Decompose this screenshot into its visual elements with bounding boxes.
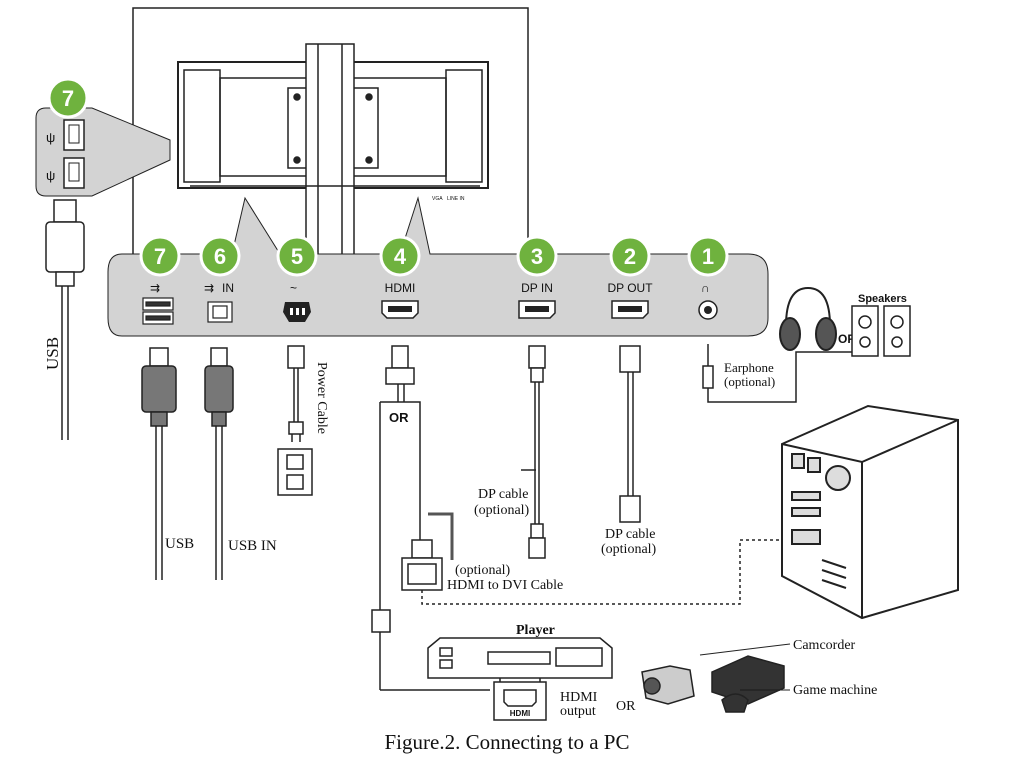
earphone-label-2: (optional): [724, 374, 775, 389]
usb-in-port[interactable]: [207, 301, 233, 323]
dp-in-port-label: DP IN: [521, 281, 553, 295]
badge-usb: [139, 235, 181, 277]
hdmi-port[interactable]: [381, 300, 419, 319]
usb-cable: [141, 347, 177, 580]
hdmi-output-label-2: output: [560, 704, 596, 719]
power-cable-label: Power Cable: [314, 362, 329, 434]
usb-in-symbol-icon: ⇉: [204, 281, 214, 295]
svg-text:4: 4: [394, 244, 407, 269]
usb-symbol-icon: ⇉: [150, 281, 160, 295]
svg-text:1: 1: [702, 244, 714, 269]
player-device: [427, 637, 613, 689]
side-usb-label: USB: [43, 337, 62, 370]
dp-out-port[interactable]: [611, 300, 649, 319]
badge-audio: [687, 235, 729, 277]
game-machine-label: Game machine: [793, 683, 877, 698]
dp-out-cable: [619, 345, 641, 523]
line-in-panel-label: LINE IN: [447, 196, 465, 202]
usb-in-cable: [204, 347, 234, 580]
camcorder-icon: [641, 665, 695, 705]
badges: 7 7 6 5 4 3 2 1: [47, 77, 729, 277]
power-port[interactable]: [283, 302, 311, 322]
earphone-plug: [702, 344, 860, 403]
dp-in-cable: [521, 345, 546, 559]
port-panel: [107, 196, 769, 337]
dp-out-cable-label-1: DP cable: [605, 527, 655, 542]
hdmi-or-label: OR: [389, 410, 409, 425]
hdmi-output-port-label: HDMI: [510, 709, 530, 718]
dvi-label-2: HDMI to DVI Cable: [447, 578, 563, 593]
svg-text:7: 7: [154, 244, 166, 269]
speakers-icon: [851, 305, 911, 357]
dp-in-cable-label-2: (optional): [474, 503, 530, 518]
badge-usb-in: [199, 235, 241, 277]
dp-in-cable-label-1: DP cable: [478, 487, 528, 502]
svg-text:6: 6: [214, 244, 226, 269]
dvi-connector: [401, 512, 800, 605]
ac-symbol-icon: ~: [290, 281, 297, 295]
power-cable: [287, 345, 305, 442]
dp-in-port[interactable]: [518, 300, 556, 319]
badge-dp-in: [516, 235, 558, 277]
earphone-label-1: Earphone: [724, 360, 774, 375]
dvi-label-1: (optional): [455, 563, 511, 578]
badge-dp-out: [609, 235, 651, 277]
side-usb-callout: [35, 107, 171, 197]
pc-tower: [781, 404, 959, 620]
usb-cable-label: USB: [165, 536, 194, 552]
svg-text:2: 2: [624, 244, 636, 269]
hdmi-output-port: [493, 681, 547, 721]
badge-hdmi: [379, 235, 421, 277]
badge-side-usb: [47, 77, 89, 119]
devices-or-label: OR: [616, 699, 636, 714]
svg-text:3: 3: [531, 244, 543, 269]
figure-caption: Figure.2. Connecting to a PC: [384, 730, 630, 754]
headphones-icon: [779, 286, 837, 351]
headphone-icon: ∩: [701, 281, 710, 295]
camcorder-label: Camcorder: [793, 638, 856, 653]
monitor-rear: [132, 7, 529, 264]
side-usb-cable: [45, 199, 85, 440]
vga-panel-label: VGA: [432, 196, 443, 202]
badge-power: [276, 235, 318, 277]
svg-text:7: 7: [62, 86, 74, 111]
player-label: Player: [516, 623, 555, 638]
usb-in-port-label: IN: [222, 281, 234, 295]
usb-symbol-icon: ψ: [46, 130, 55, 145]
usb-port[interactable]: [142, 297, 174, 325]
dp-out-cable-label-2: (optional): [601, 542, 657, 557]
hdmi-output-label-1: HDMI: [560, 690, 598, 705]
dp-out-port-label: DP OUT: [607, 281, 653, 295]
usb-symbol-icon: ψ: [46, 168, 55, 183]
hdmi-port-label: HDMI: [385, 281, 416, 295]
wall-outlet: [277, 448, 313, 496]
speakers-label: Speakers: [858, 293, 907, 305]
svg-text:5: 5: [291, 244, 303, 269]
usb-in-cable-label: USB IN: [228, 538, 277, 554]
hdmi-cable: [371, 345, 490, 691]
audio-jack[interactable]: [698, 300, 718, 320]
game-machine-icon: [711, 655, 785, 713]
